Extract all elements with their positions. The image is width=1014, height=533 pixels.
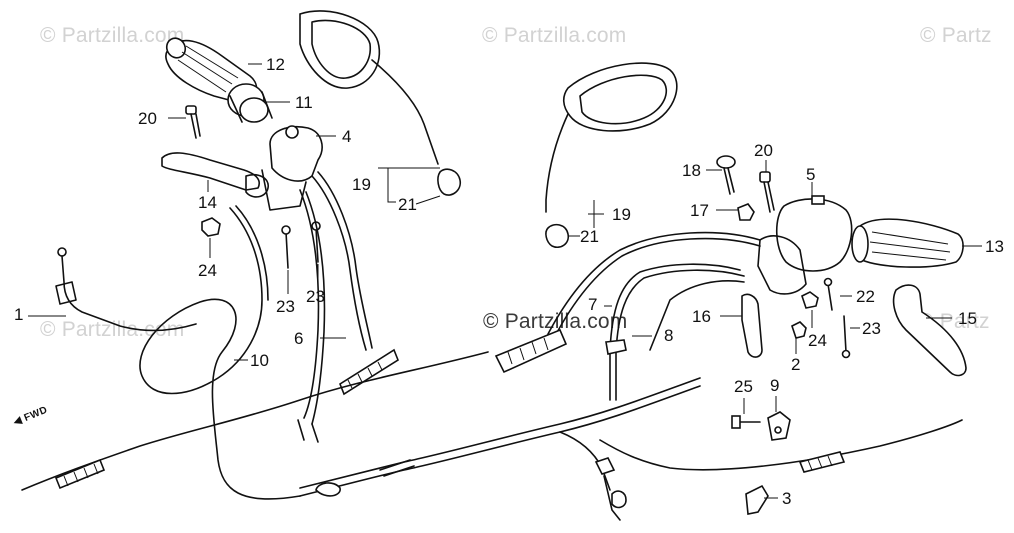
callout-8: 8	[664, 326, 674, 345]
callout-24-left: 24	[198, 261, 217, 280]
clutch-lever	[161, 152, 269, 198]
nut-17	[737, 203, 755, 221]
bolt-20-left	[185, 105, 201, 139]
callout-25: 25	[734, 377, 753, 396]
nut-21-right	[545, 223, 570, 249]
bracket-16	[741, 293, 763, 358]
left-switch-harness	[297, 171, 399, 443]
watermark-top-left: © Partzilla.com	[40, 24, 185, 47]
callout-10: 10	[250, 351, 269, 370]
throttle-cable	[55, 247, 197, 332]
callout-23-left-b: 23	[306, 287, 325, 306]
callout-24-right: 24	[808, 331, 827, 350]
screws-22-23-right	[823, 277, 851, 359]
nut-24-right	[801, 291, 819, 309]
callout-9: 9	[770, 376, 780, 395]
nut-2	[791, 321, 807, 339]
callout-4: 4	[342, 127, 352, 146]
callout-14: 14	[198, 193, 217, 212]
callout-19-left: 19	[352, 175, 371, 194]
left-switch-housing	[261, 125, 323, 211]
callout-17: 17	[690, 201, 709, 220]
callout-18: 18	[682, 161, 701, 180]
bolt-20-right	[759, 171, 775, 213]
clamp-3	[745, 484, 769, 515]
nut-24-left	[201, 217, 221, 237]
callout-20-right: 20	[754, 141, 773, 160]
callout-23-right: 23	[862, 319, 881, 338]
watermark-top-right: © Partz	[920, 24, 992, 47]
left-mirror	[299, 10, 439, 165]
right-grip	[851, 218, 964, 268]
callout-1: 1	[14, 305, 24, 324]
nut-21-left	[437, 168, 462, 196]
callout-13: 13	[985, 237, 1004, 256]
callout-23-left-a: 23	[276, 297, 295, 316]
throttle-housing	[227, 83, 273, 123]
front-brake-lever	[892, 284, 967, 377]
front-brake-cable	[21, 351, 489, 491]
right-mirror	[545, 62, 678, 213]
rear-brake-cable	[599, 419, 963, 473]
watermark-middle-left: © Partzilla.com	[40, 318, 185, 341]
right-switch-harness	[494, 231, 761, 401]
left-grip	[165, 37, 258, 105]
callout-21-right: 21	[580, 227, 599, 246]
right-switch-housing	[757, 195, 853, 295]
leader-lines	[28, 63, 982, 499]
callout-11: 11	[295, 93, 313, 112]
bracket-9	[767, 411, 791, 441]
callout-12: 12	[266, 55, 285, 74]
callout-3: 3	[782, 489, 792, 508]
bolt-18	[716, 155, 736, 195]
callout-19-right: 19	[612, 205, 631, 224]
callout-5: 5	[806, 165, 816, 184]
watermark-top-center: © Partzilla.com	[482, 24, 627, 47]
callout-7: 7	[588, 295, 598, 314]
clutch-cable	[139, 205, 301, 500]
callout-20-left: 20	[138, 109, 157, 128]
screws-23-left	[281, 221, 321, 269]
callout-2: 2	[791, 355, 801, 374]
callout-6: 6	[294, 329, 304, 348]
bolt-25	[731, 415, 761, 429]
callout-15: 15	[958, 309, 977, 328]
callout-16: 16	[692, 307, 711, 326]
callout-21-left: 21	[398, 195, 417, 214]
main-harness	[299, 377, 701, 521]
callout-22: 22	[856, 287, 875, 306]
